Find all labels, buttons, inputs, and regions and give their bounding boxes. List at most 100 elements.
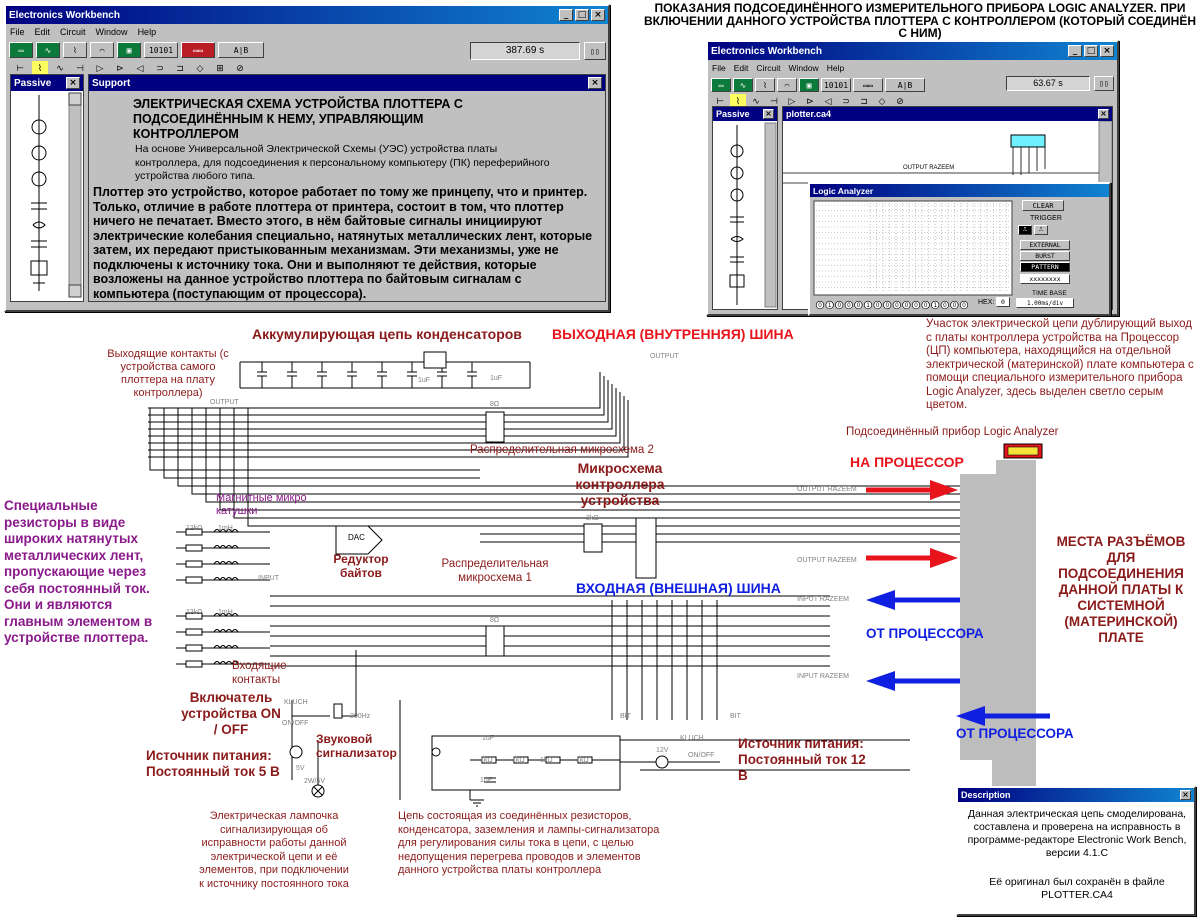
capacitor-chain-wire	[239, 361, 531, 389]
analyzer-bit-indicator	[940, 300, 949, 310]
left-drop-wire	[233, 408, 480, 519]
small-menu-circuit[interactable]: Circuit	[756, 63, 781, 73]
small-inductor-icon[interactable]: ∿	[752, 97, 760, 107]
small-toolbar-logic-converter[interactable]: A|B	[885, 78, 925, 92]
clear-button[interactable]: CLEAR	[1022, 200, 1064, 211]
support-close-button[interactable]: ×	[588, 77, 602, 89]
close-button[interactable]: ×	[591, 9, 605, 21]
small-gate-icon[interactable]: ⊃	[842, 97, 850, 107]
menu-window[interactable]: Window	[95, 27, 128, 37]
capacitor-mark	[317, 362, 327, 388]
sch-onoff-2: ON/OFF	[688, 752, 714, 759]
pattern-button[interactable]: PATTERN	[1020, 262, 1070, 272]
small-capacitor-icon[interactable]: ⊣	[770, 97, 778, 107]
menu-help[interactable]: Help	[137, 27, 157, 37]
toolbar-word-generator[interactable]: 10101	[144, 42, 178, 58]
small-menu-help[interactable]: Help	[826, 63, 845, 73]
menu-circuit[interactable]: Circuit	[60, 27, 86, 37]
ewb-small-window: Electronics Workbench _ □ × File Edit Ci…	[706, 40, 1119, 316]
probe-icon[interactable]: ⊢	[16, 64, 24, 74]
small-misc-icon[interactable]: ⊘	[896, 97, 904, 107]
toolbar-multimeter-icon[interactable]: ▭	[9, 42, 33, 58]
small-toolbar-meter-icon[interactable]: ▣	[799, 78, 819, 92]
outgoing-contacts-label: Выходящие контакты (с устройства самого …	[107, 348, 229, 399]
small-toolbar-word-generator[interactable]: 10101	[821, 78, 851, 92]
left-drop-wire	[177, 408, 480, 487]
small-probe-icon[interactable]: ⊢	[716, 97, 724, 107]
logic-analyzer-title: Logic Analyzer	[813, 185, 874, 196]
minimize-button[interactable]: _	[559, 9, 573, 21]
dac-icon[interactable]: ⊐	[176, 64, 184, 74]
burst-button[interactable]: BURST	[1020, 251, 1070, 261]
small-menu-edit[interactable]: Edit	[733, 63, 749, 73]
small-dac-icon[interactable]: ⊐	[860, 97, 868, 107]
small-doc-net-label: OUTPUT RAZEEM	[903, 165, 954, 171]
description-text-1: Данная электрическая цепь смоделирована,…	[967, 808, 1187, 859]
output-bus-wire	[148, 392, 621, 444]
output-bus-wire	[148, 380, 609, 423]
analyzer-bit-value: 0	[895, 303, 899, 309]
toolbar-oscilloscope-icon[interactable]: ⌇	[63, 42, 87, 58]
menu-edit[interactable]: Edit	[34, 27, 51, 37]
small-opamp-icon[interactable]: ◁	[824, 97, 832, 107]
small-toolbar-oscilloscope-icon[interactable]: ⌇	[755, 78, 775, 92]
small-toolbar-logic-analyzer-icon[interactable]: ▭▭	[853, 78, 883, 92]
small-parts-bin-close[interactable]: ×	[763, 109, 774, 119]
output-bus-label: ВЫХОДНАЯ (ВНУТРЕННЯЯ) ШИНА	[552, 326, 794, 342]
parts-bin-close-button[interactable]: ×	[66, 77, 80, 89]
small-toolbar-bode-icon[interactable]: ⌒	[777, 78, 797, 92]
menu-file[interactable]: File	[10, 27, 25, 37]
indicator-icon[interactable]: ◇	[196, 64, 204, 74]
trigger-falling-icon[interactable]: ⎍	[1034, 225, 1048, 235]
resistor-mark	[185, 628, 203, 636]
small-toolbar-multimeter-icon[interactable]: ▭	[711, 78, 731, 92]
hex-value-field[interactable]: 0	[996, 297, 1010, 307]
misc-icon[interactable]: ⊘	[236, 64, 244, 74]
analyzer-heading: ПОКАЗАНИЯ ПОДСОЕДИНЁННОГО ИЗМЕРИТЕЛЬНОГО…	[643, 1, 1197, 40]
small-indicator-icon[interactable]: ◇	[878, 97, 886, 107]
controller-chip-label: Микросхема контроллера устройства	[575, 460, 665, 508]
small-minimize-button[interactable]: _	[1068, 45, 1082, 57]
maximize-button[interactable]: □	[575, 9, 589, 21]
trigger-rising-icon[interactable]: ⎍	[1018, 225, 1032, 235]
small-menu-window[interactable]: Window	[788, 63, 819, 73]
analyzer-bit-value: 1	[934, 303, 938, 309]
gate-icon[interactable]: ⊃	[156, 64, 164, 74]
sch-onoff-1: ON/OFF	[282, 720, 308, 727]
small-maximize-button[interactable]: □	[1084, 45, 1098, 57]
toolbar-logic-analyzer-icon[interactable]: ▭▭	[181, 42, 215, 58]
diode-icon[interactable]: ▷	[96, 64, 104, 74]
pattern-value-field[interactable]: xxxxxxxx	[1020, 274, 1070, 284]
small-toolbar-generator-icon[interactable]: ∿	[733, 78, 753, 92]
control-icon[interactable]: ⊞	[216, 64, 224, 74]
toolbar-bode-icon[interactable]: ⌒	[90, 42, 114, 58]
small-doc-close[interactable]: ×	[1098, 109, 1109, 119]
opamp-icon[interactable]: ◁	[136, 64, 144, 74]
small-diode-icon[interactable]: ▷	[788, 97, 796, 107]
capacitor-mark	[257, 362, 267, 388]
toolbar-generator-icon[interactable]: ∿	[36, 42, 60, 58]
toolbar-logic-converter[interactable]: A|B	[218, 42, 264, 58]
capacitor-icon[interactable]: ⊣	[76, 64, 84, 74]
time-base-field[interactable]: 1.00ms/div	[1016, 298, 1074, 308]
resistor-mark	[185, 560, 203, 568]
power-switch-icon[interactable]: ▯▯	[584, 42, 606, 60]
toolbar-meter-icon[interactable]: ▣	[117, 42, 141, 58]
connected-analyzer-label: Подсоединённый прибор Logic Analyzer	[846, 426, 1059, 438]
sch-5v: 5V	[296, 765, 305, 772]
analyzer-bit-indicator	[921, 300, 930, 310]
description-close-button[interactable]: ×	[1180, 790, 1191, 800]
inductor-icon[interactable]: ∿	[56, 64, 64, 74]
resistor-mark	[185, 660, 203, 668]
resistor-icon[interactable]: ⌇	[32, 61, 48, 77]
regulator-symbol	[423, 351, 447, 369]
from-cpu-label-1: ОТ ПРОЦЕССОРА	[866, 626, 984, 641]
analyzer-bit-indicator	[825, 300, 834, 310]
external-button[interactable]: EXTERNAL	[1020, 240, 1070, 250]
small-menu-file[interactable]: File	[712, 63, 726, 73]
small-power-switch-icon[interactable]: ▯▯	[1094, 76, 1114, 91]
small-close-button[interactable]: ×	[1100, 45, 1114, 57]
transistor-icon[interactable]: ⊳	[116, 64, 124, 74]
small-transistor-icon[interactable]: ⊳	[806, 97, 814, 107]
